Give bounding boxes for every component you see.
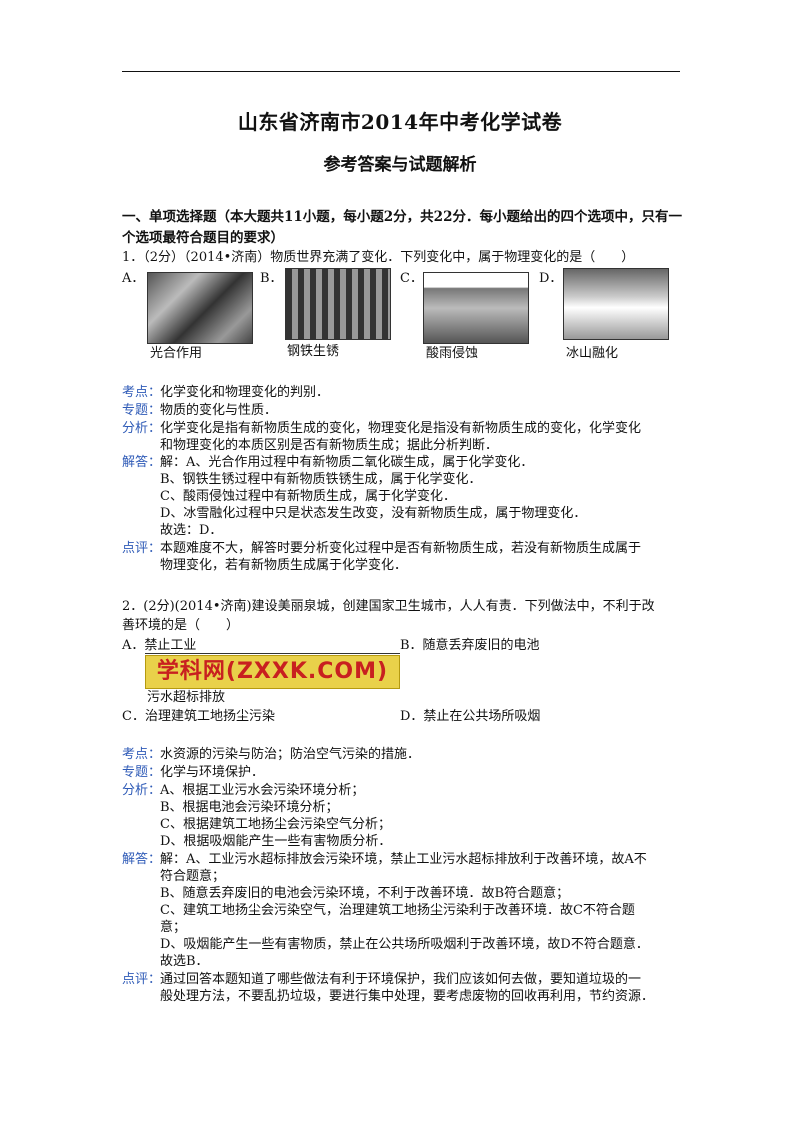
q1-fenxi-line: 化学变化是指有新物质生成的变化，物理变化是指没有新物质生成的变化，化学变化 — [160, 421, 642, 436]
q2-fenxi-line: C、根据建筑工地扬尘会污染空气分析； — [160, 817, 391, 832]
q2-jieda-line: 符合题意； — [160, 869, 226, 884]
header-rule — [122, 71, 680, 72]
q2-stem-line: 善环境的是（ ） — [122, 618, 240, 633]
q2-option-a: A．禁止工业 — [122, 638, 197, 653]
q1-jieda-line: C、酸雨侵蚀过程中有新物质生成，属于化学变化． — [160, 489, 456, 504]
q1-photo-acid-rain — [423, 272, 529, 344]
q2-zhuanti: 化学与环境保护． — [160, 765, 265, 780]
q1-option-c-letter: C． — [400, 271, 423, 286]
q1-kaodian: 化学变化和物理变化的判别． — [160, 385, 330, 400]
q2-fenxi-label: 分析： — [122, 783, 162, 798]
q2-jieda-line: 意； — [160, 920, 187, 935]
q2-jieda-line: 解：A、工业污水超标排放会污染环境，禁止工业污水超标排放利于改善环境，故A不 — [160, 852, 647, 867]
q1-photo-iceberg — [563, 268, 669, 340]
q2-option-b: B．随意丢弃废旧的电池 — [400, 638, 540, 653]
q2-fenxi-line: B、根据电池会污染环境分析； — [160, 800, 339, 815]
q2-stem-line: 2．(2分)(2014•济南)建设美丽泉城，创建国家卫生城市，人人有责．下列做法… — [122, 599, 655, 614]
q1-option-b-caption: 钢铁生锈 — [287, 344, 340, 359]
watermark-logo: 学科网(ZXXK.COM) — [145, 655, 400, 689]
q2-fenxi-line: A、根据工业污水会污染环境分析； — [160, 783, 365, 798]
q1-fenxi-label: 分析： — [122, 421, 162, 436]
q2-dianping-label: 点评： — [122, 972, 162, 987]
q2-jieda-line: 故选B． — [160, 954, 209, 969]
q2-jieda-line: D、吸烟能产生一些有害物质，禁止在公共场所吸烟利于改善环境，故D不符合题意． — [160, 937, 649, 952]
q2-jieda-label: 解答： — [122, 852, 162, 867]
page-title: 山东省济南市2014年中考化学试卷 — [237, 110, 563, 134]
q1-option-d-caption: 冰山融化 — [566, 346, 619, 361]
q1-option-c-caption: 酸雨侵蚀 — [426, 346, 479, 361]
option-underline — [145, 653, 400, 654]
q1-fenxi-line: 和物理变化的本质区别是否有新物质生成；据此分析判断． — [160, 438, 499, 453]
q1-photo-rusting — [285, 268, 391, 340]
q2-jieda-line: B、随意丢弃废旧的电池会污染环境，不利于改善环境．故B符合题意； — [160, 886, 570, 901]
q1-kaodian-label: 考点： — [122, 385, 162, 400]
q2-option-d: D．禁止在公共场所吸烟 — [400, 709, 541, 724]
q1-jieda-label: 解答： — [122, 455, 162, 470]
q1-jieda-line: 故选：D． — [160, 523, 223, 538]
page-subtitle: 参考答案与试题解析 — [323, 155, 477, 175]
q1-option-a-letter: A． — [122, 271, 145, 286]
q2-option-a-cont: 污水超标排放 — [147, 690, 226, 705]
section-heading-line2: 个选项最符合题目的要求） — [122, 230, 284, 246]
q2-kaodian-label: 考点： — [122, 747, 162, 762]
q1-jieda-line: D、冰雪融化过程中只是状态发生改变，没有新物质生成，属于物理变化． — [160, 506, 587, 521]
section-heading-line1: 一、单项选择题（本大题共11小题，每小题2分，共22分．每小题给出的四个选项中，… — [122, 209, 682, 225]
q2-option-c: C．治理建筑工地扬尘污染 — [122, 709, 275, 724]
q2-jieda-line: C、建筑工地扬尘会污染空气，治理建筑工地扬尘污染利于改善环境．故C不符合题 — [160, 903, 635, 918]
q1-photo-photosynthesis — [147, 272, 253, 344]
q1-option-d-letter: D． — [539, 271, 563, 286]
q1-zhuanti: 物质的变化与性质． — [160, 403, 278, 418]
q2-dianping-line: 般处理方法，不要乱扔垃圾，要进行集中处理，要考虑废物的回收再利用，节约资源． — [160, 989, 655, 1004]
q1-jieda-line: 解：A、光合作用过程中有新物质二氧化碳生成，属于化学变化． — [160, 455, 534, 470]
q1-dianping-label: 点评： — [122, 541, 162, 556]
q1-jieda-line: B、钢铁生锈过程中有新物质铁锈生成，属于化学变化． — [160, 472, 482, 487]
q1-dianping-line: 本题难度不大，解答时要分析变化过程中是否有新物质生成，若没有新物质生成属于 — [160, 541, 642, 556]
q1-zhuanti-label: 专题： — [122, 403, 162, 418]
q2-zhuanti-label: 专题： — [122, 765, 162, 780]
q1-dianping-line: 物理变化，若有新物质生成属于化学变化． — [160, 558, 408, 573]
q1-option-a-caption: 光合作用 — [150, 346, 203, 361]
q1-option-b-letter: B． — [260, 271, 283, 286]
q1-stem: 1．（2分）（2014•济南）物质世界充满了变化．下列变化中，属于物理变化的是（… — [122, 250, 635, 265]
q2-fenxi-line: D、根据吸烟能产生一些有害物质分析． — [160, 834, 392, 849]
q2-kaodian: 水资源的污染与防治；防治空气污染的措施． — [160, 747, 421, 762]
q2-dianping-line: 通过回答本题知道了哪些做法有利于环境保护，我们应该如何去做，要知道垃圾的一 — [160, 972, 642, 987]
